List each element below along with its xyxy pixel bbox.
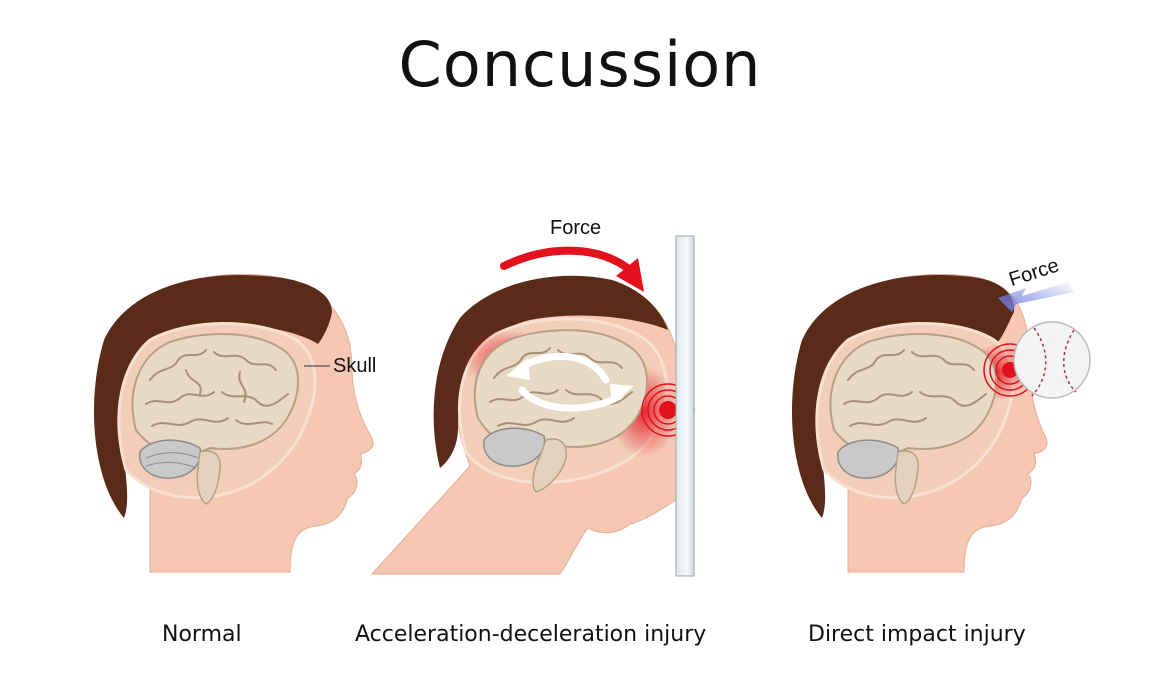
head-accel-brainstem [532, 438, 568, 493]
rotation-arrow-upper-head [506, 358, 530, 380]
head-normal-cerebellum [139, 439, 202, 479]
head-normal: Skull [93, 273, 376, 573]
rotation-arrow-upper [516, 352, 610, 384]
wall [675, 235, 695, 577]
page-title: Concussion [398, 28, 762, 101]
skull-label: Skull [333, 355, 376, 377]
force-label-direct: Force [1006, 254, 1061, 291]
head-direct-brainstem [894, 450, 920, 505]
head-accel-hair [433, 275, 668, 468]
head-direct-cerebellum [837, 439, 900, 479]
force-arrow-red [500, 246, 634, 274]
caption-acceleration: Acceleration-deceleration injury [355, 622, 707, 647]
head-normal-cerebellum-lines [145, 452, 199, 469]
rotation-arrow-lower-head [610, 384, 634, 404]
head-direct-gyri [843, 349, 987, 427]
caption-normal: Normal [162, 622, 242, 647]
rotation-arrow-lower [518, 386, 624, 412]
head-direct-hair [791, 275, 1015, 518]
force-arrow-blue [998, 282, 1074, 312]
head-normal-gyri [145, 349, 289, 427]
baseball [1013, 321, 1091, 399]
caption-direct-impact: Direct impact injury [808, 622, 1026, 647]
head-direct: Force [791, 254, 1091, 573]
head-acceleration: Force [370, 217, 695, 577]
head-normal-brainstem [196, 450, 222, 505]
force-arrow-red-head [616, 258, 644, 292]
force-label-accel: Force [550, 217, 601, 239]
head-accel-cerebellum [483, 427, 546, 467]
head-normal-hair [93, 275, 332, 518]
